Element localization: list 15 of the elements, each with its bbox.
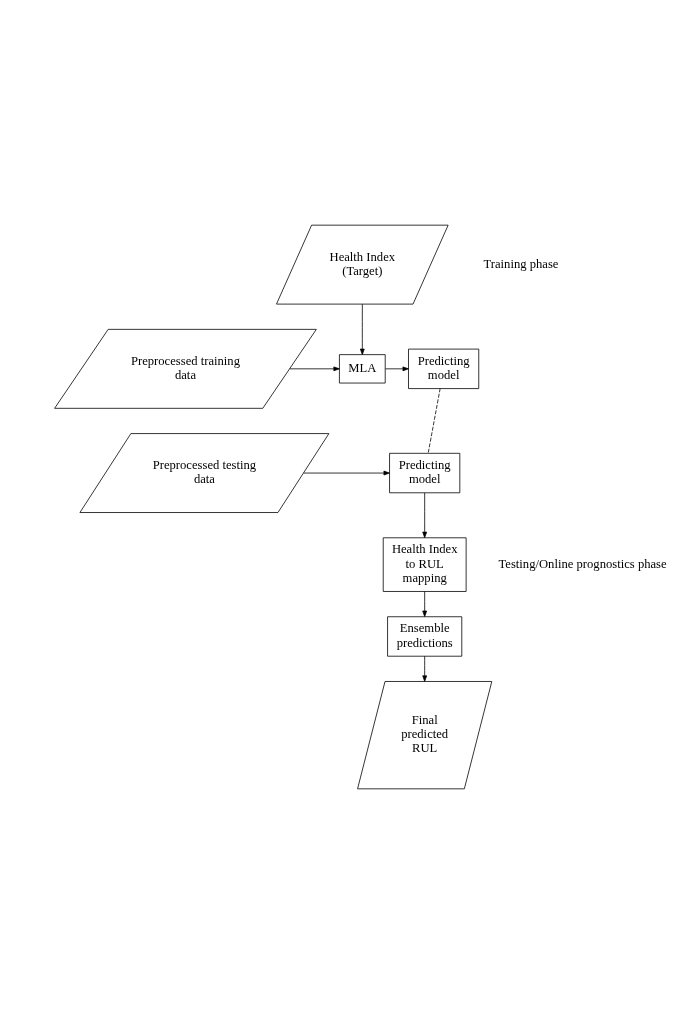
arrow bbox=[422, 655, 427, 682]
node-box: Ensemble predictions bbox=[387, 616, 463, 657]
arrow bbox=[303, 470, 390, 476]
arrow bbox=[422, 492, 427, 538]
arrow bbox=[385, 366, 409, 372]
label: Testing/Online prognostics phase bbox=[498, 556, 667, 571]
node-box: Health Index to RUL mapping bbox=[382, 537, 467, 592]
arrow bbox=[289, 366, 340, 372]
label: Training phase bbox=[483, 256, 559, 271]
node-box: Predicting model bbox=[389, 452, 461, 494]
node-box: MLA bbox=[339, 354, 386, 384]
node-box: Predicting model bbox=[408, 348, 480, 389]
arrow bbox=[360, 303, 365, 355]
connector bbox=[427, 388, 441, 454]
arrow bbox=[422, 591, 427, 617]
